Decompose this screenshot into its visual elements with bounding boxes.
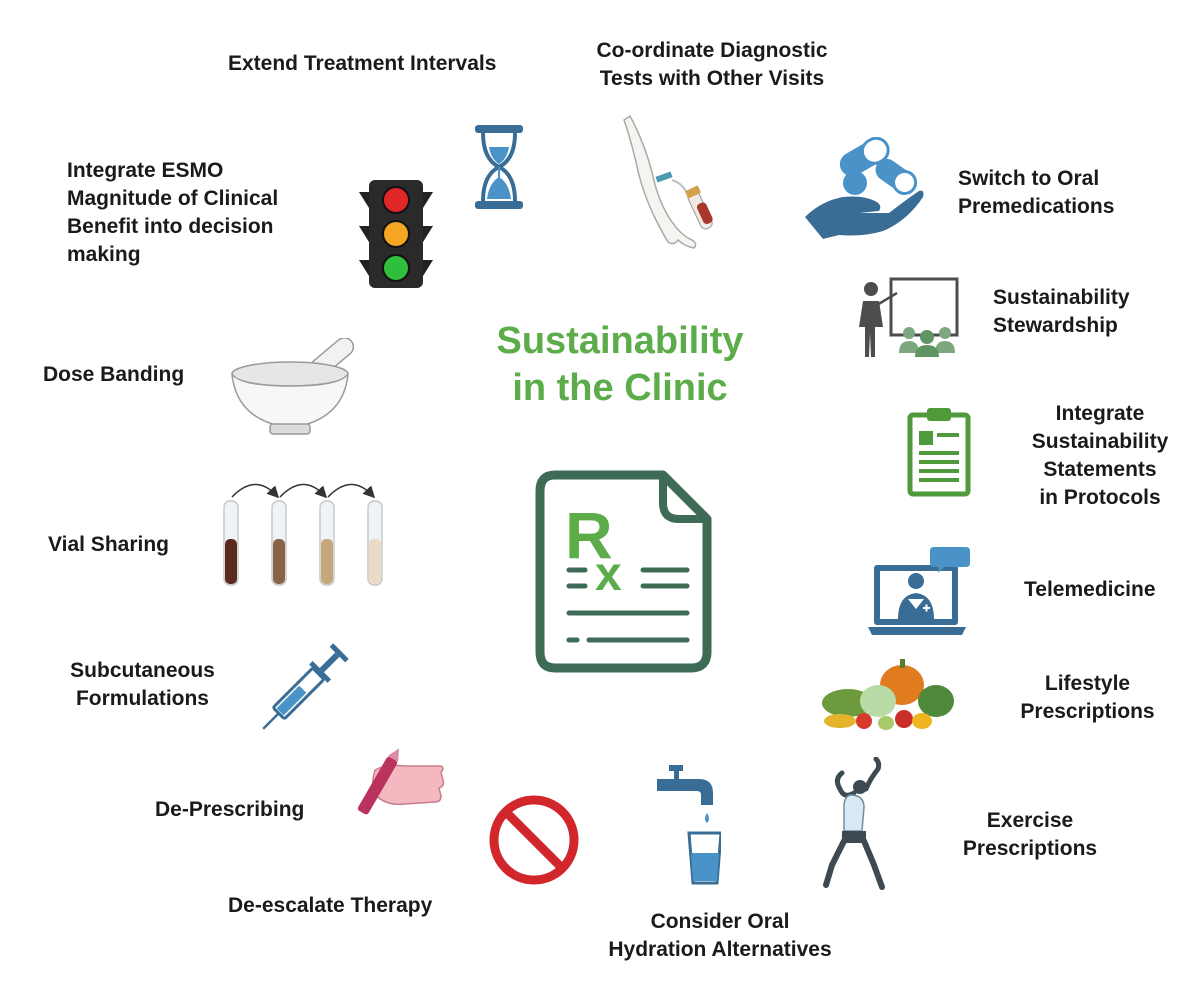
label-telemedicine: Telemedicine [1024,578,1156,601]
hand-writing-pen-icon [357,748,445,815]
arm-blood-draw-icon [623,114,713,249]
laptop-doctor-icon [868,547,970,635]
traffic-light-icon [359,180,433,288]
label-dose-banding: Dose Banding [43,363,185,386]
label-extend-treatment-intervals: Extend Treatment Intervals [228,52,497,75]
vegetables-icon [822,659,954,730]
label-coordinate-diagnostic-tests: Co-ordinate Diagnostic Tests with Other … [596,39,828,90]
label-de-prescribing: De-Prescribing [155,798,305,821]
label-integrate-esmo: Integrate ESMO Magnitude of Clinical Ben… [67,159,279,266]
label-integrate-statements: Integrate Sustainability Statements in P… [1031,402,1169,509]
stretching-woman-icon [823,757,885,890]
test-tubes-icon [223,483,383,586]
label-switch-oral-premedications: Switch to Oral Premedications [958,167,1115,218]
svg-text:x: x [595,548,622,601]
label-exercise-prescriptions: Exercise Prescriptions [962,809,1098,860]
prohibition-sign-icon [489,795,579,885]
clipboard-icon [907,408,971,497]
hand-with-pills-icon [805,137,924,239]
prescription-rx-document-icon: R x [535,470,712,673]
tap-water-glass-icon [657,765,721,885]
label-lifestyle-prescriptions: Lifestyle Prescriptions [1020,672,1155,723]
diagram-title: Sustainability in the Clinic [496,320,744,409]
mortar-pestle-icon [231,338,354,435]
label-subcutaneous-formulations: Subcutaneous Formulations [70,659,215,710]
svg-text:R: R [565,498,613,572]
teacher-presentation-icon [859,277,959,357]
label-oral-hydration: Consider Oral Hydration Alternatives [608,910,832,961]
syringe-icon [262,643,349,730]
label-sustainability-stewardship: Sustainability Stewardship [993,286,1130,337]
label-vial-sharing: Vial Sharing [48,533,169,556]
label-de-escalate-therapy: De-escalate Therapy [228,894,433,917]
hourglass-icon [475,125,523,209]
